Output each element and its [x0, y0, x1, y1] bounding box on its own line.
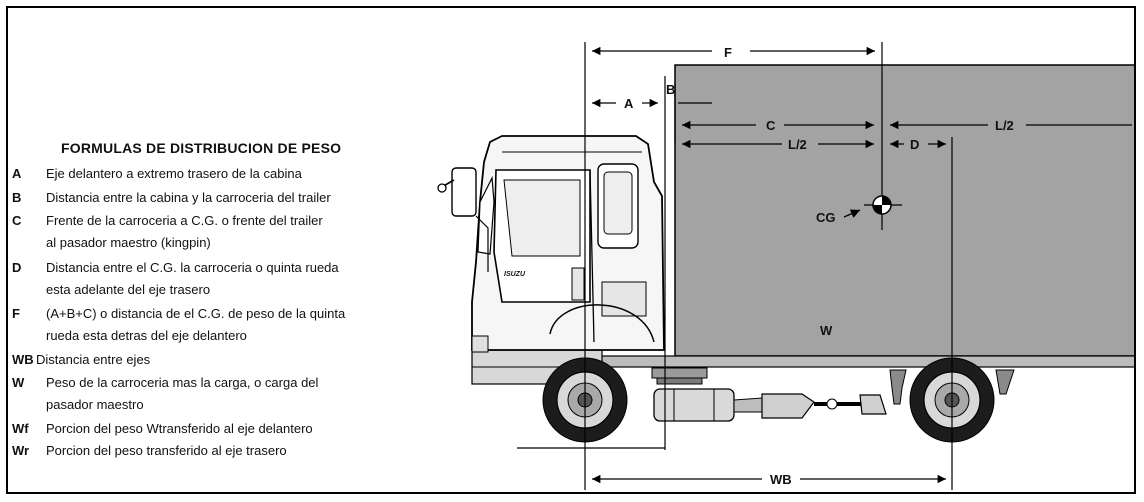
- legend-text: pasador maestro: [46, 397, 144, 412]
- legend-text: Porcion del peso Wtransferido al eje del…: [46, 421, 313, 436]
- dim-a: A: [592, 96, 658, 111]
- label-c: C: [766, 118, 776, 133]
- legend-text: Distancia entre ejes: [36, 352, 151, 367]
- dim-f: F: [592, 45, 875, 60]
- center-of-gravity-marker: CG: [816, 195, 902, 225]
- legend-text: (A+B+C) o distancia de el C.G. de peso d…: [46, 306, 346, 321]
- legend-text: Distancia entre el C.G. la carroceria o …: [46, 260, 339, 275]
- label-cg: CG: [816, 210, 836, 225]
- label-f: F: [724, 45, 732, 60]
- legend-key: W: [12, 375, 25, 390]
- label-l2-top: L/2: [995, 118, 1014, 133]
- legend-key: B: [12, 190, 22, 205]
- label-l2-mid: L/2: [788, 137, 807, 152]
- legend-text: Porcion del peso transferido al eje tras…: [46, 443, 287, 458]
- reference-lines: [517, 42, 953, 490]
- exhaust-system: [653, 388, 887, 422]
- legend-key: A: [12, 166, 22, 181]
- legend-key: D: [12, 260, 22, 275]
- legend-panel: FORMULAS DE DISTRIBUCION DE PESO A Eje d…: [8, 8, 448, 492]
- legend-text: rueda esta detras del eje delantero: [46, 328, 247, 343]
- truck-cab: ISUZU: [437, 135, 665, 353]
- spring-hangers: [889, 369, 1015, 405]
- label-w: W: [820, 323, 833, 338]
- legend-key: Wf: [12, 421, 29, 436]
- cargo-box: [674, 64, 1134, 357]
- diagram-frame: FORMULAS DE DISTRIBUCION DE PESO A Eje d…: [6, 6, 1136, 494]
- dim-l2-d: L/2 D: [682, 137, 946, 152]
- label-d: D: [910, 137, 919, 152]
- legend-text: Eje delantero a extremo trasero de la ca…: [46, 166, 302, 181]
- label-wb: WB: [770, 472, 792, 487]
- dim-b: B: [666, 82, 712, 104]
- legend-title: FORMULAS DE DISTRIBUCION DE PESO: [61, 140, 342, 156]
- dim-c-l2-top: C L/2: [682, 118, 1132, 133]
- label-a: A: [624, 96, 634, 111]
- legend-key: C: [12, 213, 22, 228]
- legend-text: Frente de la carroceria a C.G. o frente …: [46, 213, 323, 228]
- legend-text: al pasador maestro (kingpin): [46, 235, 211, 250]
- legend-text: Peso de la carroceria mas la carga, o ca…: [46, 375, 319, 390]
- legend-key: Wr: [12, 443, 30, 458]
- legend-key: WB: [12, 352, 34, 367]
- dim-wb: WB: [592, 472, 946, 487]
- brand-logo: ISUZU: [504, 271, 526, 278]
- label-b: B: [666, 82, 675, 97]
- legend-text: esta adelante del eje trasero: [46, 282, 211, 297]
- legend-text: Distancia entre la cabina y la carroceri…: [46, 190, 331, 205]
- legend-key: F: [12, 306, 20, 321]
- truck-dimension-diagram: ISUZU F: [437, 42, 1134, 490]
